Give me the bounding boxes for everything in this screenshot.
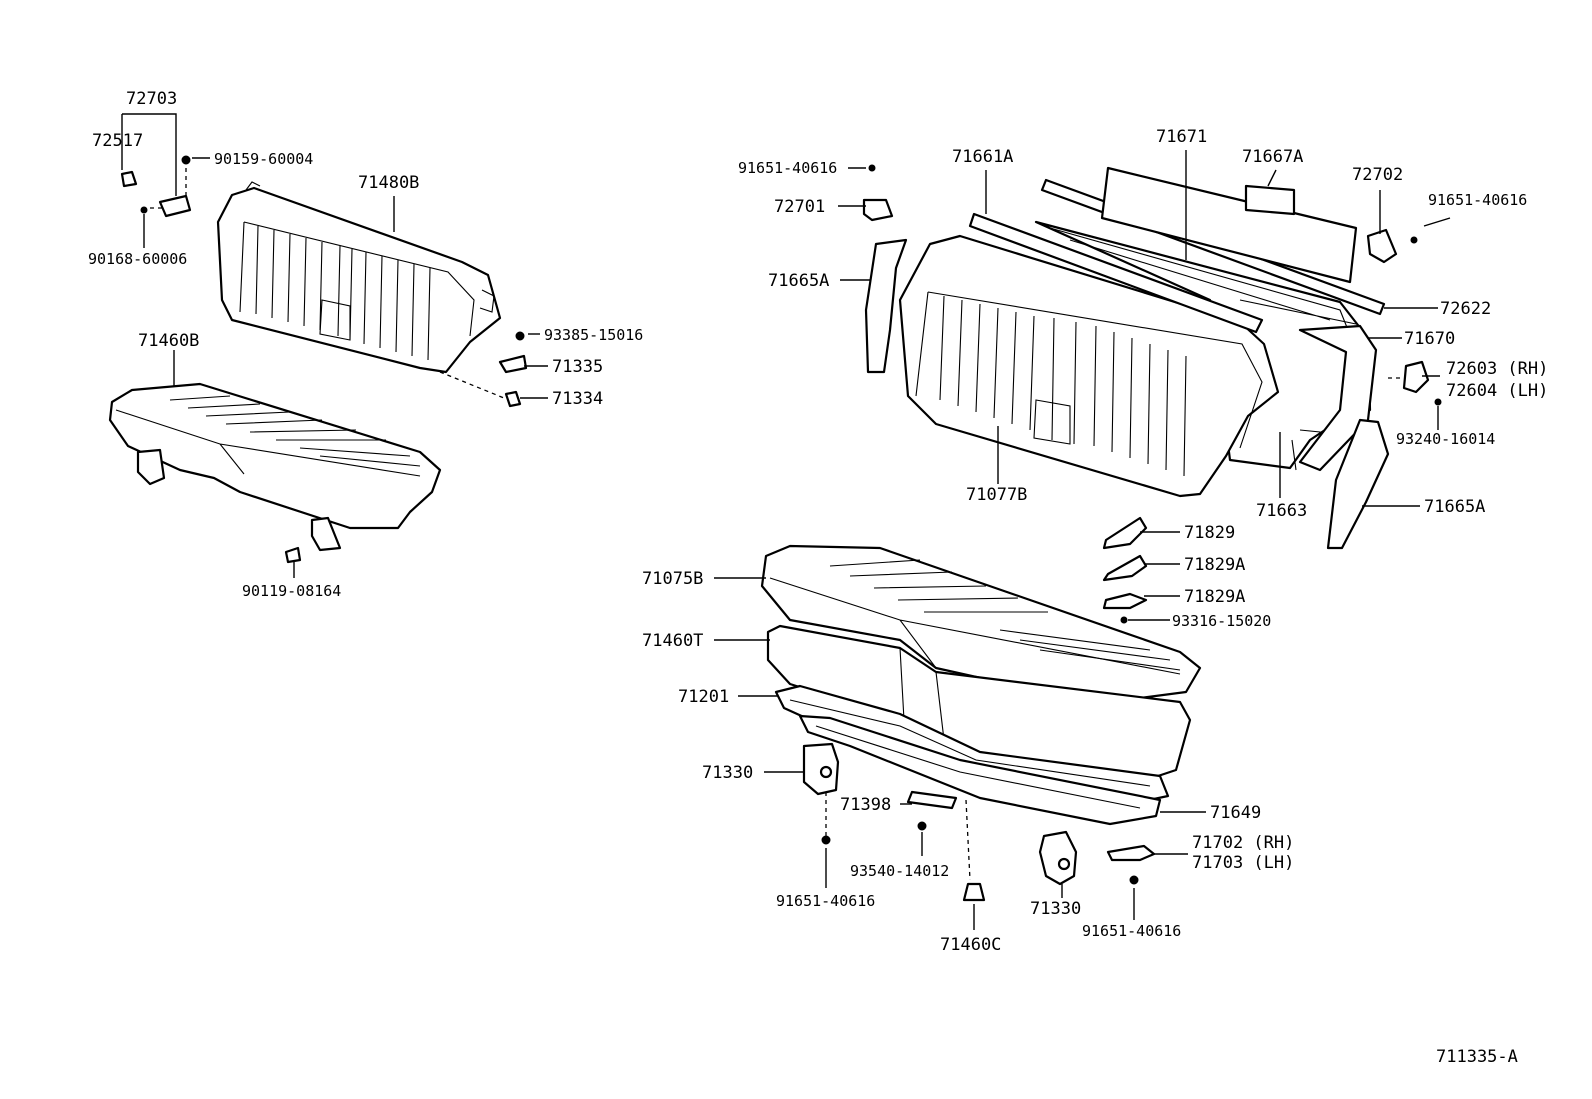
label-71703-lh: 71703 (LH) [1192, 853, 1294, 873]
side-cover-right-71665a [1326, 418, 1390, 550]
label-71702-rh: 71702 (RH) [1192, 833, 1294, 853]
label-71334: 71334 [552, 389, 603, 409]
back-bars [968, 166, 1386, 472]
label-91651-40616-br: 91651-40616 [1082, 922, 1181, 940]
hinge-left-71330 [802, 742, 840, 796]
seat-pan-71649 [798, 714, 1162, 826]
label-91651-40616-bl: 91651-40616 [776, 892, 875, 910]
label-71829a-1: 71829A [1184, 555, 1245, 575]
label-71460c: 71460C [940, 935, 1001, 955]
label-90119-08164: 90119-08164 [242, 582, 341, 600]
part-labels: 72703 72517 90159-60004 90168-60006 7148… [88, 89, 1548, 1067]
label-72603-rh: 72603 (RH) [1446, 359, 1548, 379]
label-71665a-left: 71665A [768, 271, 829, 291]
label-91651-40616-right: 91651-40616 [1428, 191, 1527, 209]
label-71667a: 71667A [1242, 147, 1303, 167]
large-seatback-71077b [898, 220, 1372, 498]
label-72622: 72622 [1440, 299, 1491, 319]
label-90168-60006: 90168-60006 [88, 250, 187, 268]
label-71201: 71201 [678, 687, 729, 707]
diagram-code: 711335-A [1436, 1047, 1518, 1067]
label-71649: 71649 [1210, 803, 1261, 823]
label-93240-16014: 93240-16014 [1396, 430, 1495, 448]
label-71077b: 71077B [966, 485, 1027, 505]
label-71665a-right: 71665A [1424, 497, 1485, 517]
label-71661a: 71661A [952, 147, 1013, 167]
label-93385-15016: 93385-15016 [544, 326, 643, 344]
leader-lines [121, 113, 1451, 930]
label-71829: 71829 [1184, 523, 1235, 543]
label-71480b: 71480B [358, 173, 419, 193]
label-71398: 71398 [840, 795, 891, 815]
label-71330-right: 71330 [1030, 899, 1081, 919]
side-cover-left-71665a [864, 238, 908, 374]
label-91651-40616-top: 91651-40616 [738, 159, 837, 177]
label-72604-lh: 72604 (LH) [1446, 381, 1548, 401]
label-90159-60004: 90159-60004 [214, 150, 313, 168]
label-93316-15020: 93316-15020 [1172, 612, 1271, 630]
small-parts [120, 155, 1442, 902]
label-72703: 72703 [126, 89, 177, 109]
label-71829a-2: 71829A [1184, 587, 1245, 607]
label-71663: 71663 [1256, 501, 1307, 521]
label-72517: 72517 [92, 131, 143, 151]
label-71460b: 71460B [138, 331, 199, 351]
label-71075b: 71075B [642, 569, 703, 589]
hinge-right-71330 [1038, 830, 1078, 886]
label-71671: 71671 [1156, 127, 1207, 147]
small-cushion-71460b [108, 382, 442, 552]
label-93540-14012: 93540-14012 [850, 862, 949, 880]
label-71335: 71335 [552, 357, 603, 377]
label-71670: 71670 [1404, 329, 1455, 349]
assembly-lines [150, 168, 1404, 881]
label-72702: 72702 [1352, 165, 1403, 185]
label-71330-left: 71330 [702, 763, 753, 783]
label-71460t: 71460T [642, 631, 703, 651]
label-72701: 72701 [774, 197, 825, 217]
small-seatback-71480b [216, 181, 502, 374]
